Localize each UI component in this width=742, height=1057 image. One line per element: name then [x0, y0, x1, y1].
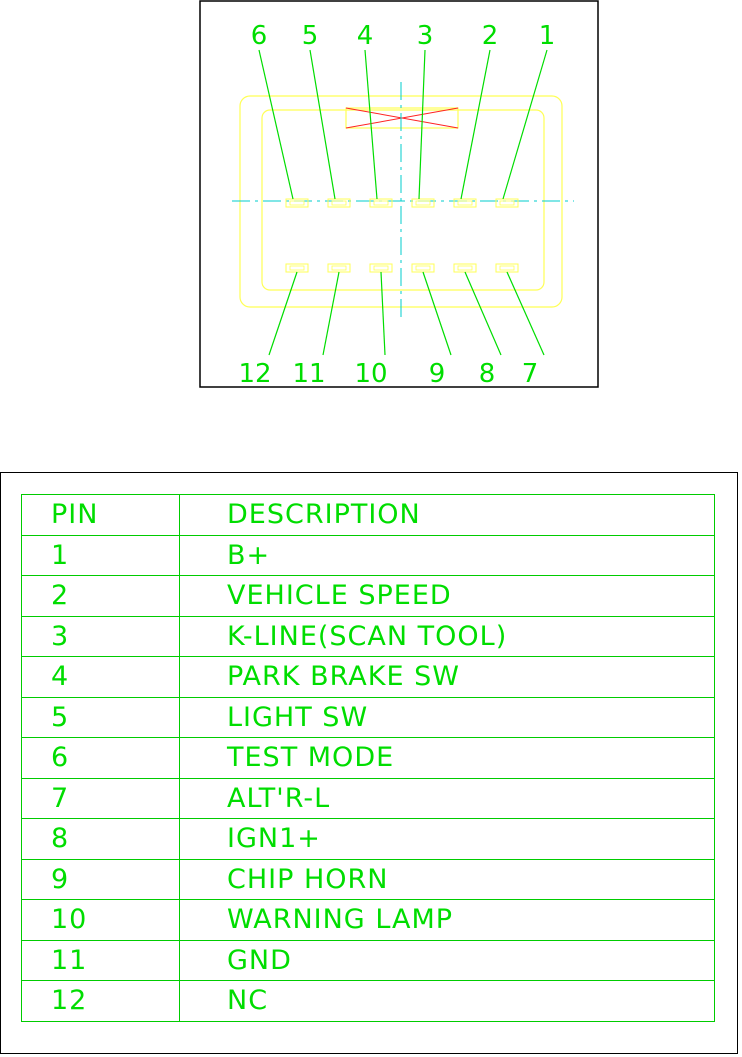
leader-line: [269, 272, 297, 355]
pin-description-cell: PARK BRAKE SW: [180, 657, 715, 698]
pin-description-cell: WARNING LAMP: [180, 900, 715, 941]
pin-description-cell: TEST MODE: [180, 738, 715, 779]
leader-line: [503, 50, 547, 199]
pin-number-cell: 4: [22, 657, 180, 698]
bottom-pin: [370, 264, 392, 272]
connector-key-mark: [346, 108, 458, 128]
leader-line: [419, 50, 425, 199]
top-pin: [286, 199, 308, 207]
top-pin: [496, 199, 518, 207]
pin-description-cell: CHIP HORN: [180, 859, 715, 900]
leader-line: [461, 50, 490, 199]
leader-line: [381, 272, 385, 355]
top-pin: [328, 199, 350, 207]
pin-number-cell: 1: [22, 535, 180, 576]
pin-description-cell: LIGHT SW: [180, 697, 715, 738]
pin-label: 7: [522, 359, 539, 389]
pin-label: 9: [429, 359, 446, 389]
bottom-pin: [496, 264, 518, 272]
leader-line: [465, 272, 501, 355]
pin-number-cell: 10: [22, 900, 180, 941]
pin-description-cell: ALT'R-L: [180, 778, 715, 819]
pin-number-cell: 3: [22, 616, 180, 657]
top-pin: [370, 199, 392, 207]
pin-label: 11: [292, 359, 325, 389]
header-description: DESCRIPTION: [180, 495, 715, 536]
leader-line: [507, 272, 544, 355]
pin-label: 2: [482, 21, 499, 51]
pin-description-cell: B+: [180, 535, 715, 576]
pin-number-cell: 7: [22, 778, 180, 819]
pin-number-cell: 9: [22, 859, 180, 900]
leader-line: [423, 272, 451, 355]
pin-label: 12: [238, 359, 271, 389]
pin-label: 6: [251, 21, 268, 51]
connector-housing-inner: [262, 110, 544, 290]
pin-number-cell: 6: [22, 738, 180, 779]
pin-description-cell: NC: [180, 981, 715, 1022]
bottom-pin: [454, 264, 476, 272]
pin-label: 10: [354, 359, 387, 389]
top-pin: [412, 199, 434, 207]
pin-label: 8: [479, 359, 496, 389]
table-header-row: PIN DESCRIPTION: [22, 495, 715, 536]
pin-description-cell: K-LINE(SCAN TOOL): [180, 616, 715, 657]
header-pin: PIN: [22, 495, 180, 536]
pin-number-cell: 12: [22, 981, 180, 1022]
pin-description-cell: IGN1+: [180, 819, 715, 860]
pin-label: 5: [302, 21, 319, 51]
pin-description-cell: VEHICLE SPEED: [180, 576, 715, 617]
pin-number-cell: 11: [22, 940, 180, 981]
pin-number-cell: 2: [22, 576, 180, 617]
leader-line: [310, 50, 335, 199]
bottom-pin: [328, 264, 350, 272]
pin-number-cell: 5: [22, 697, 180, 738]
pin-label: 1: [539, 21, 556, 51]
pin-number-cell: 8: [22, 819, 180, 860]
pin-description-cell: GND: [180, 940, 715, 981]
leader-line: [323, 272, 339, 355]
top-pin: [454, 199, 476, 207]
bottom-pin: [412, 264, 434, 272]
pin-label: 4: [357, 21, 374, 51]
leader-line: [259, 50, 293, 199]
pin-label: 3: [417, 21, 434, 51]
diagram-frame: [200, 1, 598, 387]
bottom-pin: [286, 264, 308, 272]
